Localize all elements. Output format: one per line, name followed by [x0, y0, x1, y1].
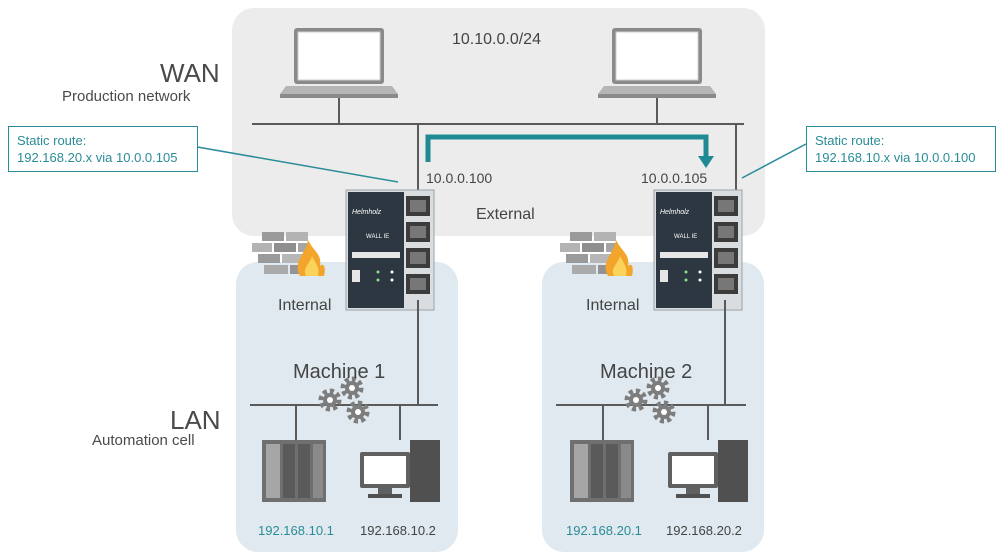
machine-1-label: Machine 1 — [293, 361, 386, 383]
firewall-icon — [252, 232, 325, 276]
model-text: WALL IE — [366, 234, 389, 240]
laptop-icon — [279, 27, 399, 99]
lan-title: LAN — [170, 405, 221, 435]
route-arrow-head — [698, 156, 714, 168]
machine-1-pc-ip: 192.168.10.2 — [360, 523, 436, 538]
external-label: External — [476, 206, 535, 223]
gears-icon — [627, 379, 673, 421]
computer-icon — [360, 440, 440, 502]
wan-subnet: 10.10.0.0/24 — [452, 31, 541, 48]
callout-text: 192.168.10.x via 10.0.0.100 — [815, 150, 976, 165]
static-route-callout-left: Static route: 192.168.20.x via 10.0.0.10… — [8, 126, 198, 172]
gears-icon — [321, 379, 367, 421]
model-text: WALL IE — [674, 234, 697, 240]
machine-2-pc-ip: 192.168.20.2 — [666, 523, 742, 538]
router-1-internal-label: Internal — [278, 297, 332, 314]
machine-1-plc-ip: 192.168.10.1 — [258, 523, 334, 538]
brand-text: Helmholz — [352, 209, 382, 216]
callout-text: 192.168.20.x via 10.0.0.105 — [17, 150, 178, 165]
router-device: Helmholz WALL IE — [345, 189, 435, 311]
wan-title: WAN — [160, 58, 220, 88]
callout-pointer — [179, 143, 399, 183]
callout-title: Static route: — [17, 133, 87, 148]
firewall-icon — [560, 232, 633, 276]
computer-icon — [668, 440, 748, 502]
machine-2-label: Machine 2 — [600, 361, 693, 383]
callout-title: Static route: — [815, 133, 885, 148]
callout-pointer — [741, 143, 807, 179]
machine-2-plc-ip: 192.168.20.1 — [566, 523, 642, 538]
wan-subtitle: Production network — [62, 88, 191, 105]
route-arrow — [425, 134, 709, 162]
plc-icon — [262, 440, 326, 502]
laptop-icon — [597, 27, 717, 99]
router-2-internal-label: Internal — [586, 297, 640, 314]
router-device: Helmholz WALL IE — [653, 189, 743, 311]
brand-text: Helmholz — [660, 209, 690, 216]
router-1-ip: 10.0.0.100 — [426, 170, 493, 186]
lan-subtitle: Automation cell — [92, 432, 195, 449]
router-2-ip: 10.0.0.105 — [641, 170, 708, 186]
plc-icon — [570, 440, 634, 502]
static-route-callout-right: Static route: 192.168.10.x via 10.0.0.10… — [806, 126, 996, 172]
